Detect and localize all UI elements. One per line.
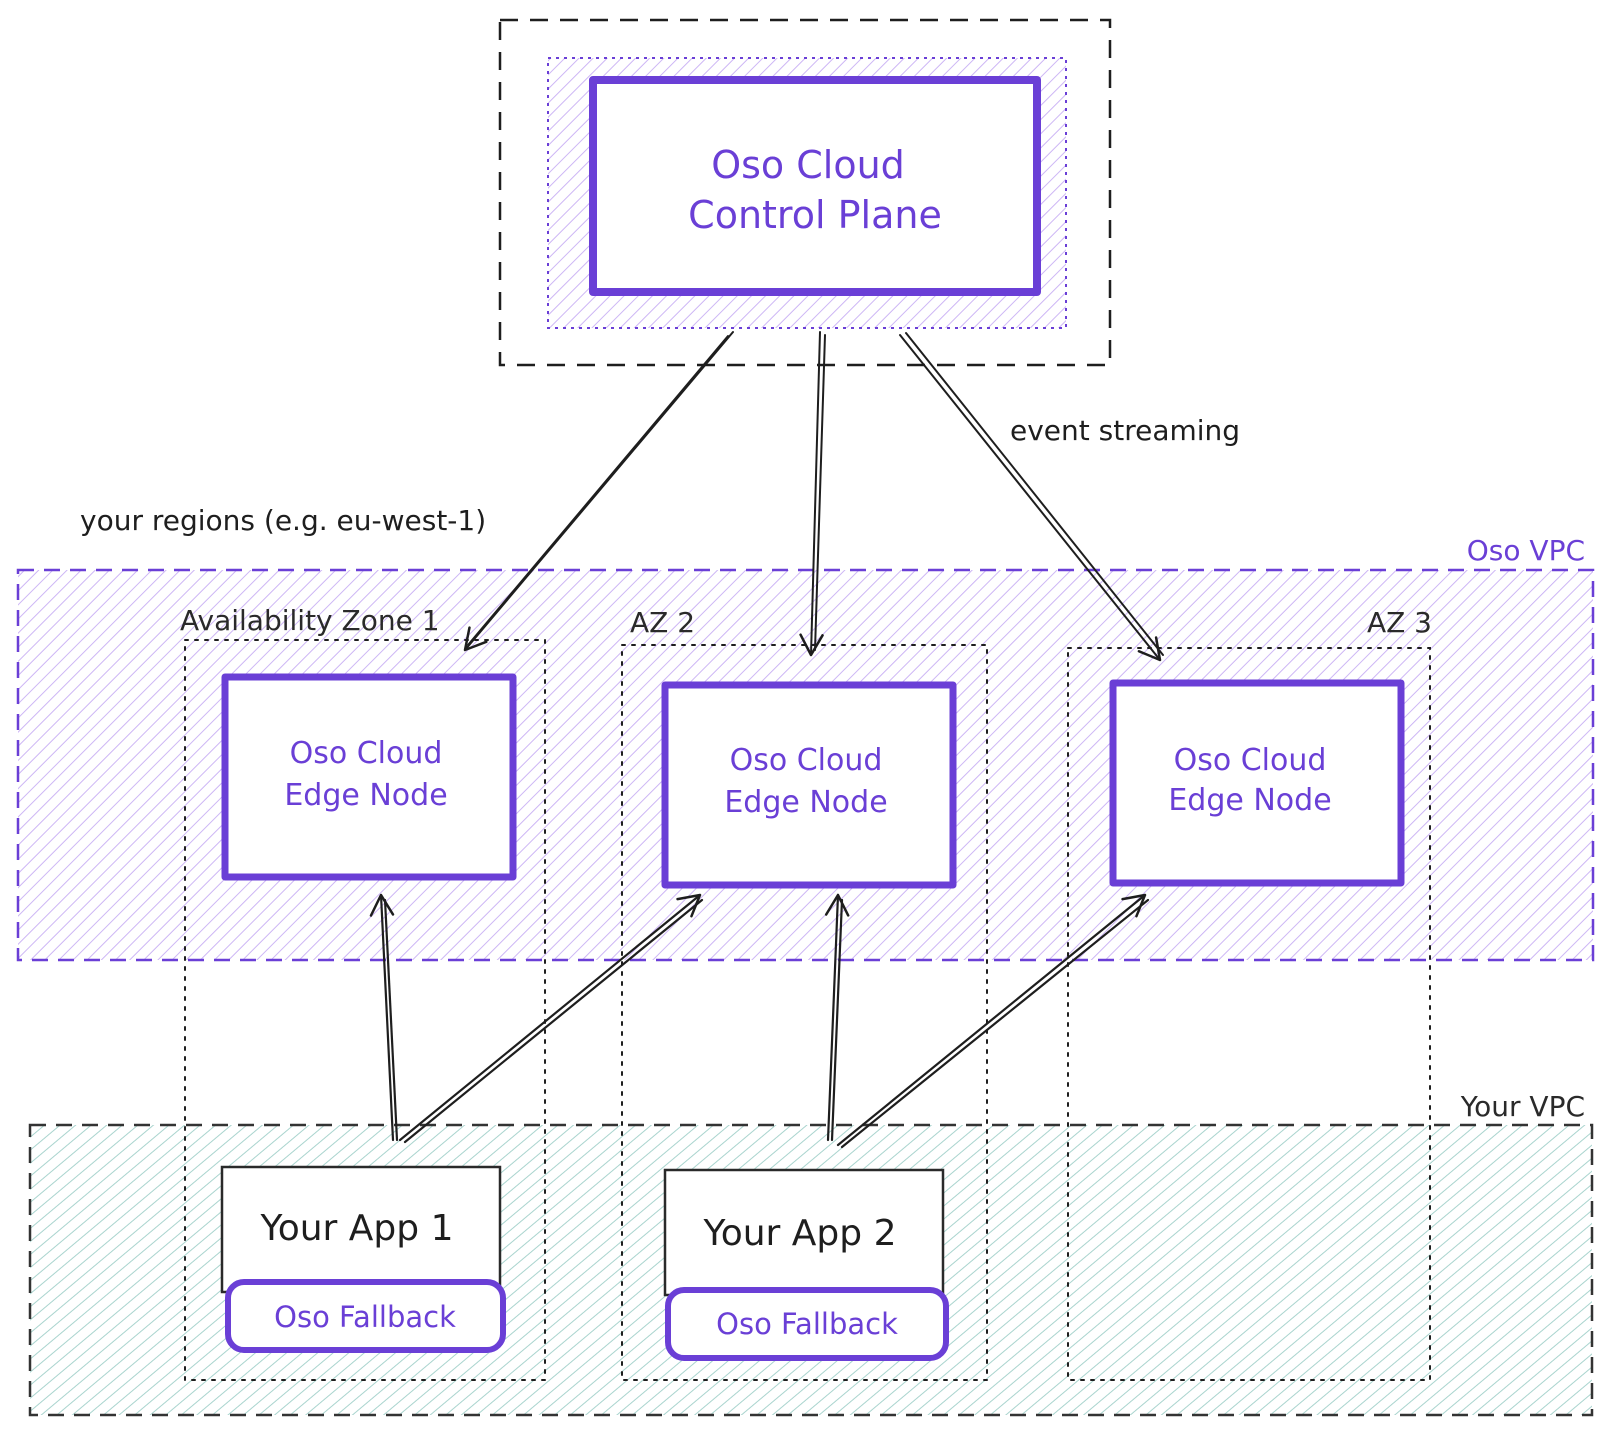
your-vpc-label: Your VPC [1460, 1090, 1585, 1123]
control-plane-title-line1: Oso Cloud [711, 143, 905, 187]
event-streaming-label: event streaming [1010, 414, 1240, 447]
oso-vpc-label: Oso VPC [1467, 534, 1585, 567]
zone-label-3: AZ 3 [1367, 606, 1432, 639]
app-1[interactable]: Your App 1 [220, 1165, 502, 1294]
app-1-name: Your App 1 [260, 1208, 454, 1249]
edge-node-1-line1: Oso Cloud [290, 736, 443, 771]
arrow-app1-to-edge-2 [398, 893, 702, 1142]
control-plane-node[interactable]: Oso Cloud Control Plane [589, 76, 1041, 296]
app-2-name: Your App 2 [703, 1213, 897, 1254]
edge-node-3-line2: Edge Node [1168, 783, 1331, 818]
control-plane-boundary [498, 18, 1112, 367]
edge-node-1[interactable]: Oso Cloud Edge Node [221, 673, 517, 881]
edge-node-3-line1: Oso Cloud [1174, 743, 1327, 778]
arrow-control-to-edge-2 [799, 331, 824, 657]
zone-label-2: AZ 2 [630, 606, 695, 639]
arrow-app2-to-edge-2 [824, 893, 850, 1142]
app-2-fallback-label: Oso Fallback [716, 1307, 898, 1341]
availability-zone-1 [184, 639, 546, 1381]
edge-node-3[interactable]: Oso Cloud Edge Node [1109, 679, 1405, 887]
zone-label-1: Availability Zone 1 [180, 604, 440, 637]
app-2[interactable]: Your App 2 [663, 1168, 945, 1297]
control-plane-title-line2: Control Plane [688, 193, 942, 237]
app-2-fallback[interactable]: Oso Fallback [665, 1287, 949, 1361]
availability-zone-3 [1067, 647, 1431, 1381]
arrow-control-to-edge-3 [899, 334, 1162, 662]
event-stream-arrows [463, 331, 1164, 662]
arrow-app1-to-edge-1 [369, 893, 395, 1142]
your-regions-label: your regions (e.g. eu-west-1) [80, 504, 486, 537]
edge-node-2-line1: Oso Cloud [730, 743, 883, 778]
edge-node-1-line2: Edge Node [284, 778, 447, 813]
app-1-fallback[interactable]: Oso Fallback [225, 1279, 506, 1353]
arrow-app2-to-edge-3 [836, 893, 1147, 1147]
edge-node-2[interactable]: Oso Cloud Edge Node [661, 681, 957, 889]
edge-node-2-line2: Edge Node [724, 785, 887, 820]
app-1-fallback-label: Oso Fallback [274, 1300, 456, 1334]
app-request-arrows [369, 893, 1150, 1149]
